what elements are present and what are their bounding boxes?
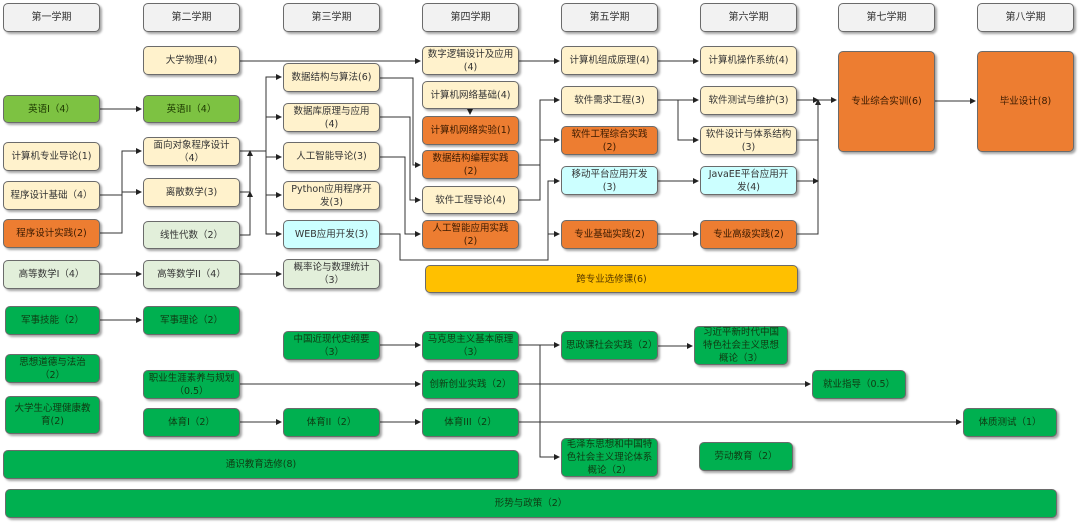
course-thesis: 毕业设计(8) <box>977 51 1074 152</box>
course-morality-law: 思想道德与法治（2） <box>5 354 100 383</box>
course-web: WEB应用开发(3) <box>283 220 380 249</box>
course-testing: 软件测试与维护(3) <box>700 86 797 115</box>
semester-3-header: 第三学期 <box>283 3 380 32</box>
course-discrete-math: 离散数学(3) <box>143 178 240 207</box>
course-basic-practice: 专业基础实践(2) <box>561 220 658 249</box>
course-network: 计算机网络基础(4) <box>422 81 519 109</box>
course-training: 专业综合实训(6) <box>838 51 935 152</box>
course-python: Python应用程序开发(3) <box>283 181 380 210</box>
course-architecture: 软件设计与体系结构(3) <box>700 126 797 155</box>
course-network-lab: 计算机网络实验(1) <box>422 116 519 145</box>
course-math-1: 高等数学I（4） <box>3 260 100 289</box>
course-innovation: 创新创业实践（2） <box>422 370 519 399</box>
course-english-1: 英语I（4） <box>3 95 100 123</box>
course-labor-education: 劳动教育（2） <box>699 442 793 471</box>
course-ai-intro: 人工智能导论(3) <box>283 142 380 171</box>
course-advanced-practice: 专业高级实践(2) <box>700 220 797 249</box>
semester-2-header: 第二学期 <box>143 3 240 32</box>
course-mobile: 移动平台应用开发(3) <box>561 166 658 195</box>
course-requirements: 软件需求工程(3) <box>561 86 658 115</box>
semester-6-header: 第六学期 <box>700 3 797 32</box>
course-computer-organization: 计算机组成原理(4) <box>561 46 658 75</box>
course-programming-basics: 程序设计基础（4） <box>3 181 100 210</box>
course-modern-history: 中国近现代史纲要（3） <box>283 331 380 360</box>
semester-5-header: 第五学期 <box>561 3 658 32</box>
course-pe-1: 体育I（2） <box>143 408 240 437</box>
semester-4-header: 第四学期 <box>422 3 519 32</box>
semester-7-header: 第七学期 <box>838 3 935 32</box>
course-digital-logic: 数字逻辑设计及应用(4) <box>422 46 519 75</box>
course-fitness-test: 体质测试（1） <box>963 408 1057 437</box>
course-pe-3: 体育III（2） <box>422 408 519 437</box>
course-intro: 计算机专业导论(1) <box>3 142 100 171</box>
course-os: 计算机操作系统(4) <box>700 46 797 75</box>
semester-1-header: 第一学期 <box>3 3 100 32</box>
course-ai-practice: 人工智能应用实践(2) <box>422 220 519 249</box>
course-military-skills: 军事技能（2） <box>5 306 100 335</box>
course-xi-thought: 习近平新时代中国特色社会主义思想概论（3） <box>694 326 788 365</box>
course-se-practice: 软件工程综合实践(2) <box>561 126 658 155</box>
course-se-intro: 软件工程导论(4) <box>422 186 519 214</box>
course-english-2: 英语II（4） <box>143 95 240 123</box>
course-ideology-practice: 思政课社会实践（2） <box>561 331 658 360</box>
course-math-2: 高等数学II（4） <box>143 260 240 289</box>
course-database: 数据库原理与应用(4) <box>283 103 380 132</box>
course-oop: 面向对象程序设计（4） <box>143 137 240 166</box>
semester-8-header: 第八学期 <box>977 3 1074 32</box>
course-physics: 大学物理(4) <box>143 46 240 75</box>
course-cross-major-electives: 跨专业选修课(6) <box>425 265 798 293</box>
course-linear-algebra: 线性代数（2） <box>143 221 240 249</box>
course-marxism: 马克思主义基本原理（3） <box>422 331 519 360</box>
course-javaee: JavaEE平台应用开发(4) <box>700 166 797 195</box>
course-employment-guidance: 就业指导（0.5） <box>812 370 906 399</box>
course-probability: 概率论与数理统计（3） <box>283 259 380 289</box>
course-ds-practice: 数据结构编程实践(2) <box>422 150 519 179</box>
course-military-theory: 军事理论（2） <box>143 306 240 335</box>
course-career: 职业生涯素养与规划（0.5） <box>143 370 240 399</box>
course-mao-thought: 毛泽东思想和中国特色社会主义理论体系概论（2） <box>561 438 658 477</box>
course-general-electives: 通识教育选修(8) <box>3 450 519 479</box>
course-mental-health: 大学生心理健康教育(2) <box>5 396 100 434</box>
course-programming-practice: 程序设计实践(2) <box>3 219 100 248</box>
course-pe-2: 体育II（2） <box>283 408 380 437</box>
course-data-structures: 数据结构与算法(6) <box>283 63 380 92</box>
course-situation-policy: 形势与政策（2） <box>5 489 1057 518</box>
